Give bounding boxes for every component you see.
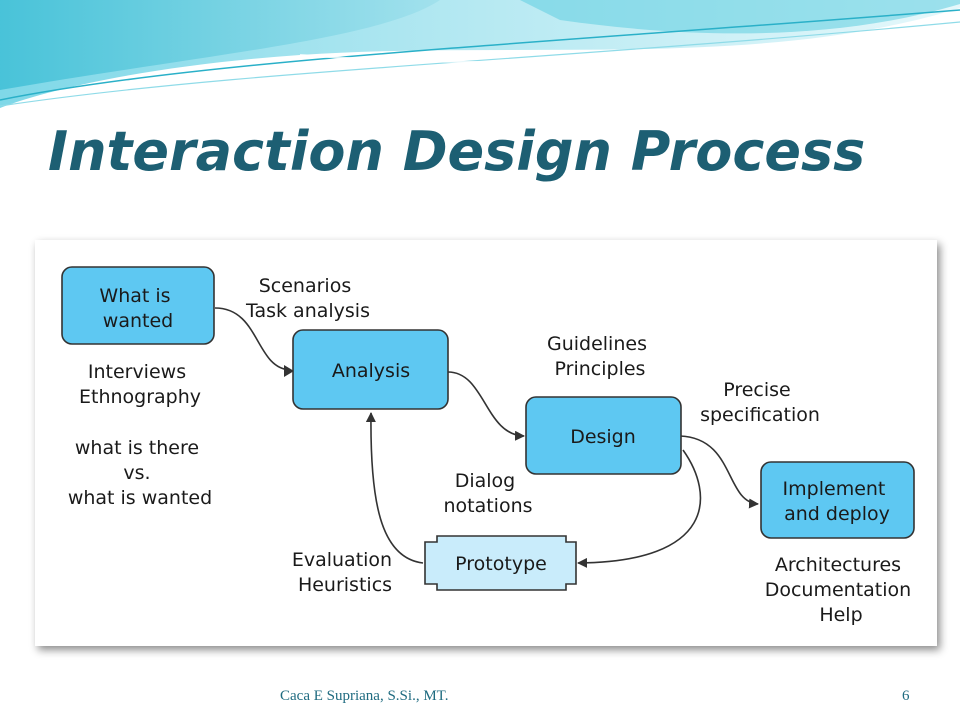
node-prototype-label: Prototype: [455, 553, 547, 575]
node-implement: [760, 461, 915, 539]
node-what-is-wanted: [61, 266, 215, 345]
arrow-wanted-to-analysis: [214, 307, 291, 371]
node-design-label: Design: [570, 426, 636, 448]
note-dialog: Dialog notations: [443, 470, 532, 517]
note-evaluation: Evaluation Heuristics: [292, 549, 398, 596]
node-prototype: [424, 535, 577, 591]
arrow-design-to-implement: [679, 435, 759, 509]
node-analysis-label: Analysis: [332, 360, 410, 382]
node-implement-label: Implement and deploy: [783, 478, 892, 525]
node-design: [525, 396, 682, 475]
process-diagram-svg: What is wanted Analysis Design Implement…: [61, 266, 918, 626]
header-wave-decoration: [0, 0, 960, 108]
arrow-head-analysis: [284, 365, 294, 377]
note-architectures: Architectures Documentation Help: [765, 554, 918, 626]
slide-title: Interaction Design Process: [48, 120, 866, 183]
page-number: 6: [902, 688, 910, 704]
note-guidelines: Guidelines Principles: [547, 333, 653, 380]
footer-author: Caca E Supriana, S.Si., MT.: [280, 688, 449, 704]
note-scenarios: Scenarios Task analysis: [245, 275, 370, 322]
node-analysis: [292, 329, 449, 410]
arrow-design-to-prototype: [577, 449, 702, 568]
process-diagram: What is wanted Analysis Design Implement…: [35, 240, 937, 646]
note-precise: Precise specification: [700, 379, 820, 426]
node-what-is-wanted-label: What is wanted: [99, 285, 176, 332]
arrow-analysis-to-design: [447, 371, 525, 441]
note-interviews: Interviews Ethnography: [79, 361, 201, 408]
note-what-is-there: what is there vs. what is wanted: [68, 437, 212, 509]
arrow-prototype-to-analysis: [365, 412, 424, 564]
